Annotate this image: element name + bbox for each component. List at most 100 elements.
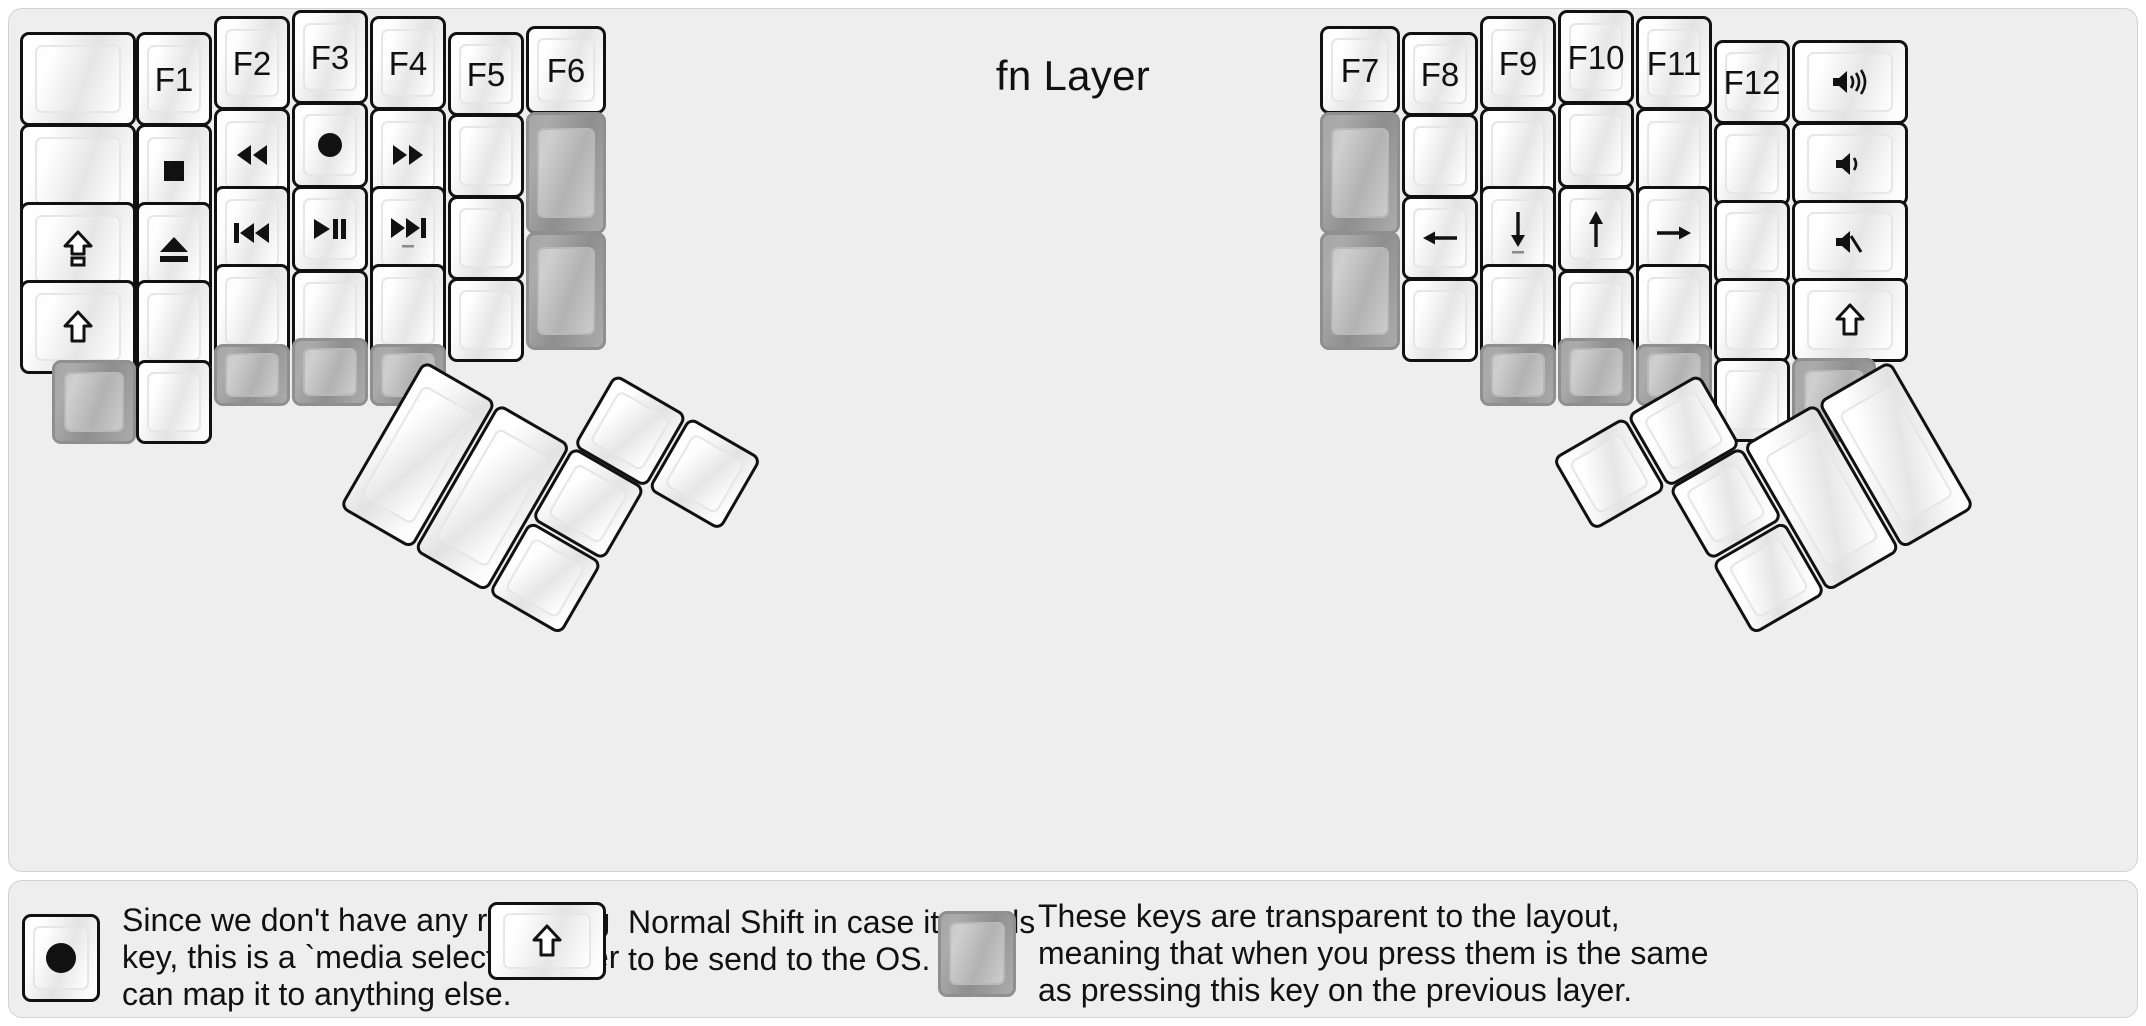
- key-label: F10: [1567, 38, 1625, 76]
- key-cap: [1727, 536, 1811, 620]
- legend-key-shift: [488, 902, 606, 980]
- key-right-innermost-r1[interactable]: F7: [1320, 26, 1400, 114]
- key-cap: [1412, 289, 1468, 351]
- key-cap: [380, 276, 436, 346]
- key-right-middle-r1[interactable]: F10: [1558, 10, 1634, 104]
- key-cap: [1568, 347, 1624, 397]
- key-cap: [1642, 389, 1726, 473]
- key-left-indexinner-r1[interactable]: F5: [448, 32, 524, 116]
- key-right-pinkyouter-r3[interactable]: [1792, 200, 1908, 284]
- key-right-ring-r1[interactable]: F11: [1636, 16, 1712, 110]
- media-previous-icon: [233, 222, 271, 244]
- shift-icon: [532, 924, 562, 958]
- key-right-index-r5[interactable]: [1480, 344, 1556, 406]
- key-right-middle-r2[interactable]: [1558, 102, 1634, 188]
- key-right-indexinner-r4[interactable]: [1402, 278, 1478, 362]
- key-right-indexinner-r1[interactable]: F8: [1402, 32, 1478, 116]
- key-left-innermost-r1[interactable]: F6: [526, 26, 606, 114]
- key-cap: [1646, 120, 1702, 190]
- key-cap: [948, 922, 1006, 985]
- volume-mute-icon: [1833, 227, 1867, 257]
- key-cap: [35, 136, 121, 206]
- key-right-indexinner-r3[interactable]: [1402, 196, 1478, 280]
- key-label: F2: [232, 44, 272, 82]
- legend-key-transparent: [938, 910, 1016, 997]
- media-record-icon: [44, 941, 78, 975]
- key-label: F3: [310, 38, 350, 76]
- key-cap: [458, 207, 514, 269]
- key-right-middle-r5[interactable]: [1558, 338, 1634, 406]
- media-eject-icon: [157, 234, 191, 264]
- key-left-pinky-r5[interactable]: [136, 360, 212, 444]
- key-cap: [663, 432, 747, 516]
- media-fast-forward-icon: [391, 144, 425, 166]
- key-left-ring-r1[interactable]: F2: [214, 16, 290, 110]
- key-cap: [146, 371, 202, 433]
- key-cap: [302, 347, 358, 397]
- key-left-middle-r3[interactable]: [292, 186, 368, 272]
- key-label: F6: [546, 51, 586, 89]
- key-label: F8: [1420, 55, 1460, 93]
- key-left-middle-r2[interactable]: [292, 102, 368, 188]
- key-cap: [1724, 289, 1780, 351]
- arrow-left-icon: [1421, 227, 1459, 249]
- key-right-innermost-r2[interactable]: [1320, 112, 1400, 234]
- key-cap: [588, 389, 672, 473]
- media-record-icon: [316, 131, 344, 159]
- key-left-ring-r5[interactable]: [214, 344, 290, 406]
- key-left-innermost-r3[interactable]: [526, 232, 606, 350]
- shift-icon: [63, 310, 93, 344]
- key-left-pinkyouter-r5[interactable]: [52, 360, 136, 444]
- arrow-up-icon: [1584, 209, 1608, 249]
- key-left-innermost-r2[interactable]: [526, 112, 606, 234]
- legend-text-transparent: These keys are transparent to the layout…: [1038, 898, 1709, 1009]
- key-cap: [1490, 276, 1546, 346]
- key-right-innermost-r3[interactable]: [1320, 232, 1400, 350]
- key-cap: [1646, 276, 1702, 346]
- key-right-pinky-r4[interactable]: [1714, 278, 1790, 362]
- key-cap: [1724, 211, 1780, 273]
- key-right-pinkyouter-r2[interactable]: [1792, 122, 1908, 206]
- key-right-indexinner-r2[interactable]: [1402, 114, 1478, 198]
- key-cap: [1724, 133, 1780, 195]
- key-left-indexinner-r3[interactable]: [448, 196, 524, 280]
- key-cap: [1331, 247, 1389, 335]
- legend-panel: [8, 880, 2138, 1018]
- key-left-indexinner-r2[interactable]: [448, 114, 524, 198]
- key-cap: [35, 44, 121, 114]
- key-right-pinky-r2[interactable]: [1714, 122, 1790, 206]
- key-cap: [1684, 461, 1768, 546]
- key-right-index-r1[interactable]: F9: [1480, 16, 1556, 110]
- key-right-pinky-r3[interactable]: [1714, 200, 1790, 284]
- key-cap: [1490, 353, 1546, 397]
- key-label: F5: [466, 55, 506, 93]
- key-cap: [1490, 120, 1546, 190]
- key-label: F9: [1498, 44, 1538, 82]
- media-stop-icon: [161, 158, 187, 184]
- key-left-index-r1[interactable]: F4: [370, 16, 446, 110]
- legend-item-shift: Normal Shift in case it needs to be send…: [488, 902, 1035, 980]
- legend-text-shift: Normal Shift in case it needs to be send…: [628, 903, 1035, 977]
- key-left-middle-r5[interactable]: [292, 338, 368, 406]
- key-left-pinkyouter-r1[interactable]: [20, 32, 136, 126]
- key-right-middle-r3[interactable]: [1558, 186, 1634, 272]
- key-left-pinky-r1[interactable]: F1: [136, 32, 212, 126]
- page-title: fn Layer: [995, 52, 1151, 99]
- key-right-pinky-r1[interactable]: F12: [1714, 40, 1790, 124]
- media-rewind-icon: [235, 144, 269, 166]
- key-label: F1: [154, 60, 194, 98]
- key-cap: [1568, 113, 1624, 177]
- key-cap: [458, 125, 514, 187]
- key-cap: [1331, 127, 1389, 219]
- arrow-down-icon: [1506, 211, 1530, 255]
- key-right-pinkyouter-r1[interactable]: [1792, 40, 1908, 124]
- key-cap: [503, 536, 587, 620]
- caps-lock-shift-icon: [63, 230, 93, 268]
- key-cap: [537, 127, 595, 219]
- key-left-middle-r1[interactable]: F3: [292, 10, 368, 104]
- key-cap: [1412, 125, 1468, 187]
- media-next-icon: [389, 217, 427, 249]
- key-cap: [146, 292, 202, 362]
- shift-icon: [1835, 303, 1865, 337]
